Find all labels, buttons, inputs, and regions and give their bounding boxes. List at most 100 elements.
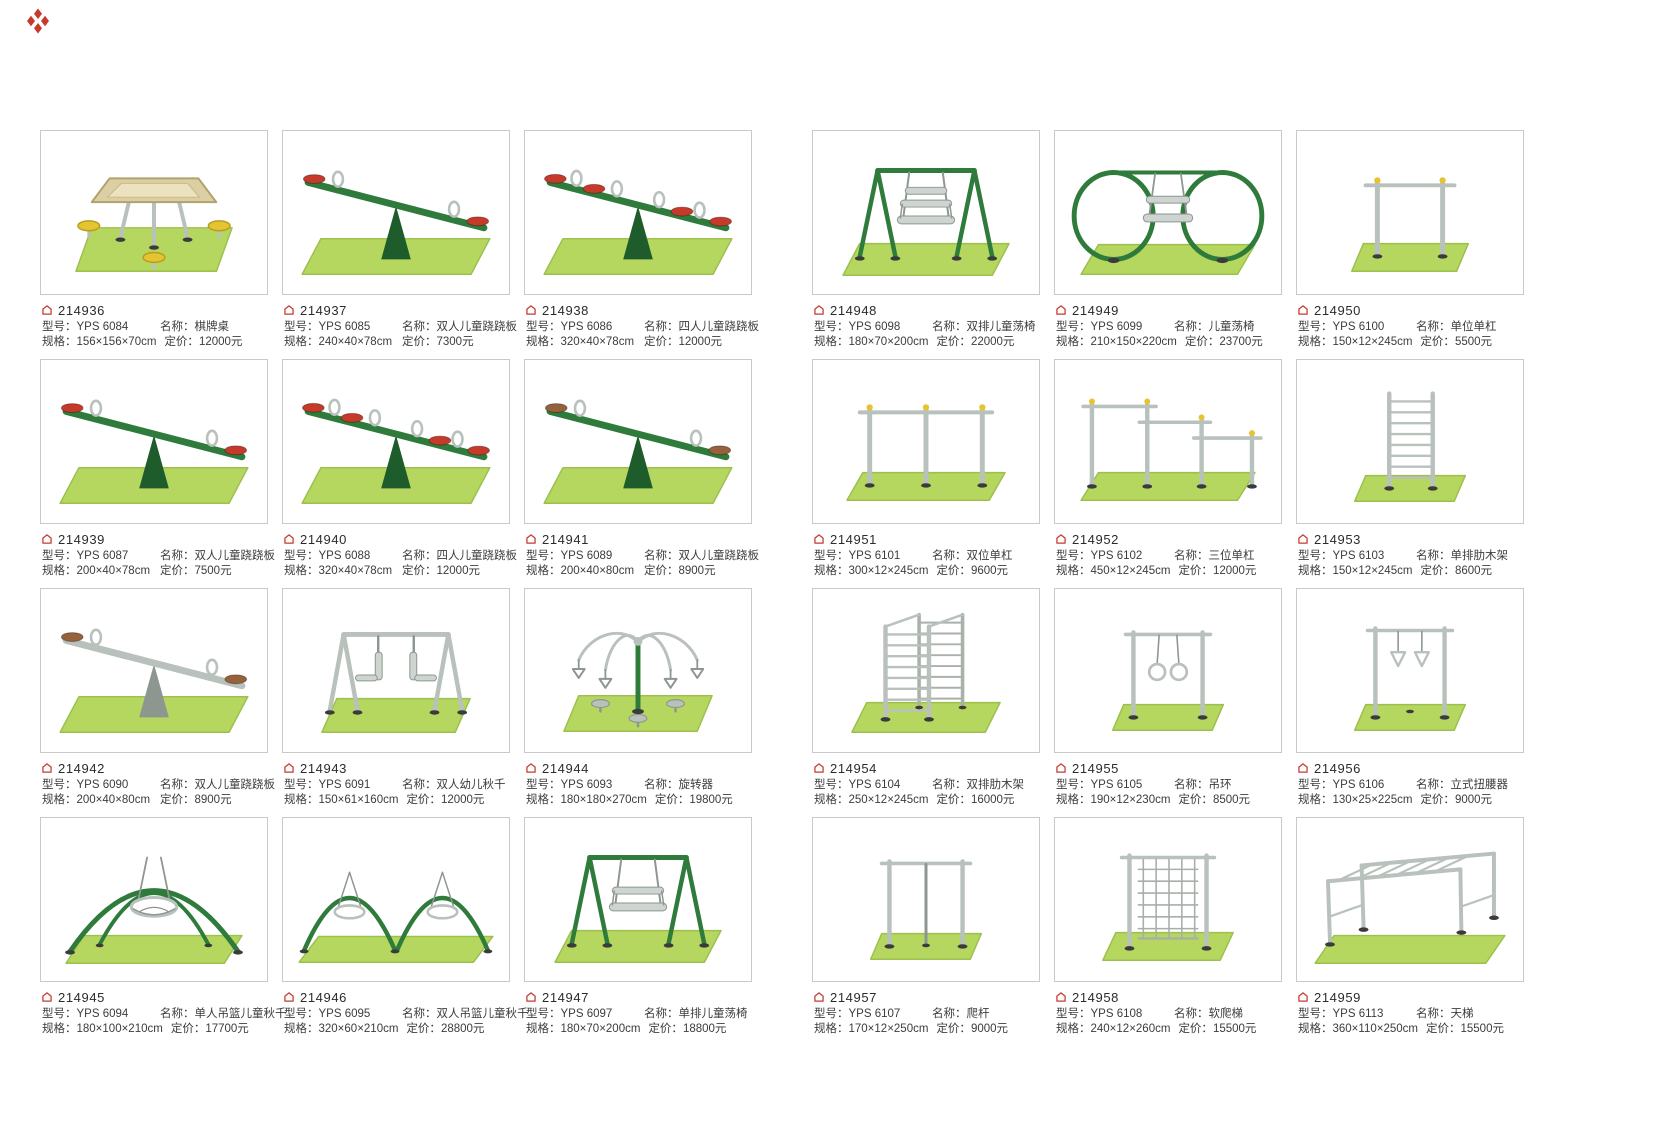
product-price: 8500元 <box>1212 794 1251 806</box>
product-spec: 200×40×80cm <box>560 565 635 577</box>
house-icon <box>284 763 294 773</box>
product-meta: 型号：YPS 6099 名称：儿童荡椅 规格：210×150×220cm 定价：… <box>1054 320 1282 350</box>
product-image <box>524 359 752 524</box>
product-price: 9000元 <box>1454 794 1493 806</box>
model-label: 型号： <box>284 550 319 562</box>
price-label: 定价： <box>1420 565 1455 577</box>
model-label: 型号： <box>42 779 77 791</box>
product-spec: 320×60×210cm <box>318 1023 399 1035</box>
name-label: 名称： <box>402 550 437 562</box>
product-price: 15500元 <box>1212 1023 1257 1035</box>
price-label: 定价： <box>406 794 441 806</box>
product-id: 214943 <box>300 760 347 776</box>
name-label: 名称： <box>160 550 195 562</box>
product-model: YPS 6103 <box>1332 550 1385 562</box>
price-label: 定价： <box>164 336 199 348</box>
name-label: 名称： <box>160 779 195 791</box>
product-card: 214956 型号：YPS 6106 名称：立式扭腰器 规格：130×25×22… <box>1296 588 1524 808</box>
product-name: 双排肋木架 <box>966 779 1025 791</box>
product-meta: 型号：YPS 6095 名称：双人吊篮儿童秋千 规格：320×60×210cm … <box>282 1007 529 1037</box>
house-icon <box>1298 763 1308 773</box>
product-id-line: 214949 <box>1054 302 1282 318</box>
product-card: 214951 型号：YPS 6101 名称：双位单杠 规格：300×12×245… <box>812 359 1040 579</box>
spec-label: 规格： <box>1056 1023 1091 1035</box>
spec-label: 规格： <box>1298 336 1333 348</box>
product-model: YPS 6098 <box>848 321 901 333</box>
product-price: 28800元 <box>440 1023 485 1035</box>
product-id: 214937 <box>300 302 347 318</box>
product-card: 214955 型号：YPS 6105 名称：吊环 规格：190×12×230cm… <box>1054 588 1282 808</box>
spec-label: 规格： <box>526 794 561 806</box>
house-icon <box>526 305 536 315</box>
house-icon <box>42 534 52 544</box>
product-image <box>282 130 510 295</box>
product-meta: 型号：YPS 6106 名称：立式扭腰器 规格：130×25×225cm 定价：… <box>1296 778 1524 808</box>
product-image <box>524 130 752 295</box>
model-label: 型号： <box>1298 779 1333 791</box>
product-id: 214945 <box>58 989 105 1005</box>
spec-label: 规格： <box>1056 336 1091 348</box>
brand-logo <box>26 8 50 34</box>
product-image <box>40 588 268 753</box>
product-price: 12000元 <box>1212 565 1257 577</box>
name-label: 名称： <box>1174 1008 1209 1020</box>
product-card: 214947 型号：YPS 6097 名称：单排儿童荡椅 规格：180×70×2… <box>524 817 752 1037</box>
price-label: 定价： <box>1184 336 1220 348</box>
product-id-line: 214942 <box>40 760 268 776</box>
product-spec: 170×12×250cm <box>848 1023 929 1035</box>
product-image <box>40 359 268 524</box>
model-label: 型号： <box>1056 321 1091 333</box>
model-label: 型号： <box>814 321 849 333</box>
price-label: 定价： <box>1420 794 1455 806</box>
price-label: 定价： <box>644 565 679 577</box>
product-meta: 型号：YPS 6108 名称：软爬梯 规格：240×12×260cm 定价：15… <box>1054 1007 1282 1037</box>
model-label: 型号： <box>526 550 561 562</box>
product-spec: 190×12×230cm <box>1090 794 1171 806</box>
product-image <box>1296 588 1524 753</box>
catalog-pages: 214936 型号：YPS 6084 名称：棋牌桌 规格：156×156×70c… <box>40 130 1524 1037</box>
model-label: 型号： <box>526 779 561 791</box>
product-id-line: 214958 <box>1054 989 1282 1005</box>
product-model: YPS 6091 <box>318 779 371 791</box>
product-image <box>1296 817 1524 982</box>
product-name: 吊环 <box>1208 779 1232 791</box>
product-meta: 型号：YPS 6103 名称：单排肋木架 规格：150×12×245cm 定价：… <box>1296 549 1524 579</box>
product-id: 214942 <box>58 760 105 776</box>
product-spec: 200×40×78cm <box>76 565 151 577</box>
product-id-line: 214954 <box>812 760 1040 776</box>
price-label: 定价： <box>648 1023 683 1035</box>
spec-label: 规格： <box>814 336 849 348</box>
diamond-cluster-icon <box>27 8 49 34</box>
spec-label: 规格： <box>42 794 77 806</box>
product-id-line: 214946 <box>282 989 510 1005</box>
product-id: 214953 <box>1314 531 1361 547</box>
product-meta: 型号：YPS 6105 名称：吊环 规格：190×12×230cm 定价：850… <box>1054 778 1282 808</box>
product-meta: 型号：YPS 6100 名称：单位单杠 规格：150×12×245cm 定价：5… <box>1296 320 1524 350</box>
product-price: 23700元 <box>1219 336 1263 348</box>
model-label: 型号： <box>1056 550 1091 562</box>
price-label: 定价： <box>1420 336 1455 348</box>
product-name: 双人儿童跷跷板 <box>194 550 276 562</box>
product-id: 214954 <box>830 760 877 776</box>
product-spec: 150×12×245cm <box>1332 565 1413 577</box>
product-spec: 320×40×78cm <box>560 336 635 348</box>
product-image <box>1296 359 1524 524</box>
price-label: 定价： <box>160 565 195 577</box>
product-spec: 180×180×270cm <box>560 794 647 806</box>
model-label: 型号： <box>42 321 77 333</box>
product-spec: 180×100×210cm <box>76 1023 163 1035</box>
product-price: 8900元 <box>194 794 232 806</box>
product-price: 19800元 <box>689 794 733 806</box>
product-spec: 320×40×78cm <box>318 565 393 577</box>
product-id-line: 214944 <box>524 760 752 776</box>
spec-label: 规格： <box>284 794 319 806</box>
product-card: 214939 型号：YPS 6087 名称：双人儿童跷跷板 规格：200×40×… <box>40 359 275 579</box>
product-image <box>524 817 752 982</box>
model-label: 型号： <box>1056 1008 1091 1020</box>
product-model: YPS 6102 <box>1090 550 1143 562</box>
product-id-line: 214943 <box>282 760 510 776</box>
spec-label: 规格： <box>526 565 561 577</box>
model-label: 型号： <box>814 550 849 562</box>
name-label: 名称： <box>402 779 437 791</box>
product-name: 双位单杠 <box>966 550 1013 562</box>
